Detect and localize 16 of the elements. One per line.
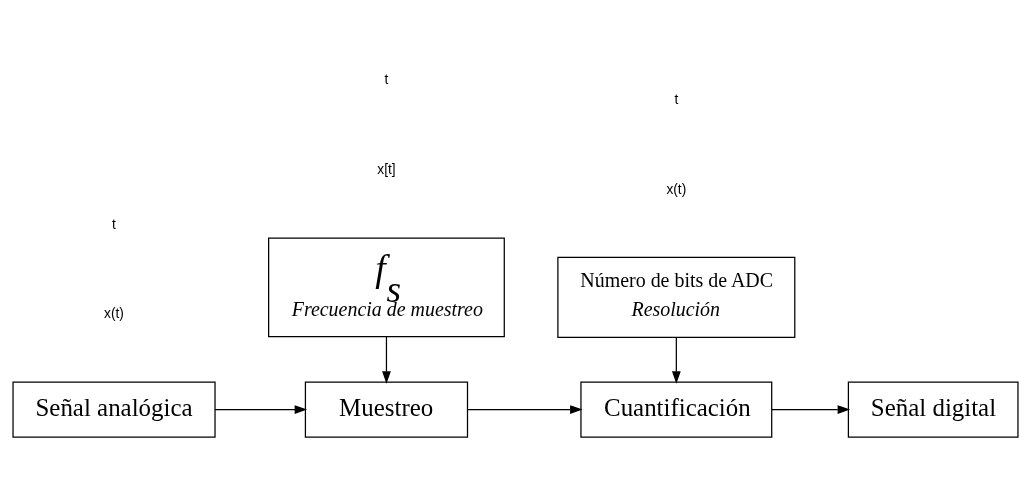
label: t	[674, 91, 679, 107]
arrow	[771, 405, 851, 414]
node-box: Muestreo	[304, 381, 469, 438]
label: x(t)	[666, 181, 687, 197]
label: t	[384, 71, 389, 87]
node-box: Número de bits de ADC Resolución	[557, 256, 796, 338]
label: x(t)	[104, 306, 124, 322]
arrow	[671, 336, 681, 384]
node-box: Señal digital	[847, 381, 1019, 438]
label: t	[112, 216, 116, 232]
node-box: Señal analógica	[12, 381, 216, 438]
arrow	[214, 405, 308, 414]
label: x[t]	[377, 161, 396, 177]
arrow	[467, 405, 583, 414]
arrow	[382, 336, 391, 384]
node-box: Cuantificación	[580, 381, 773, 438]
